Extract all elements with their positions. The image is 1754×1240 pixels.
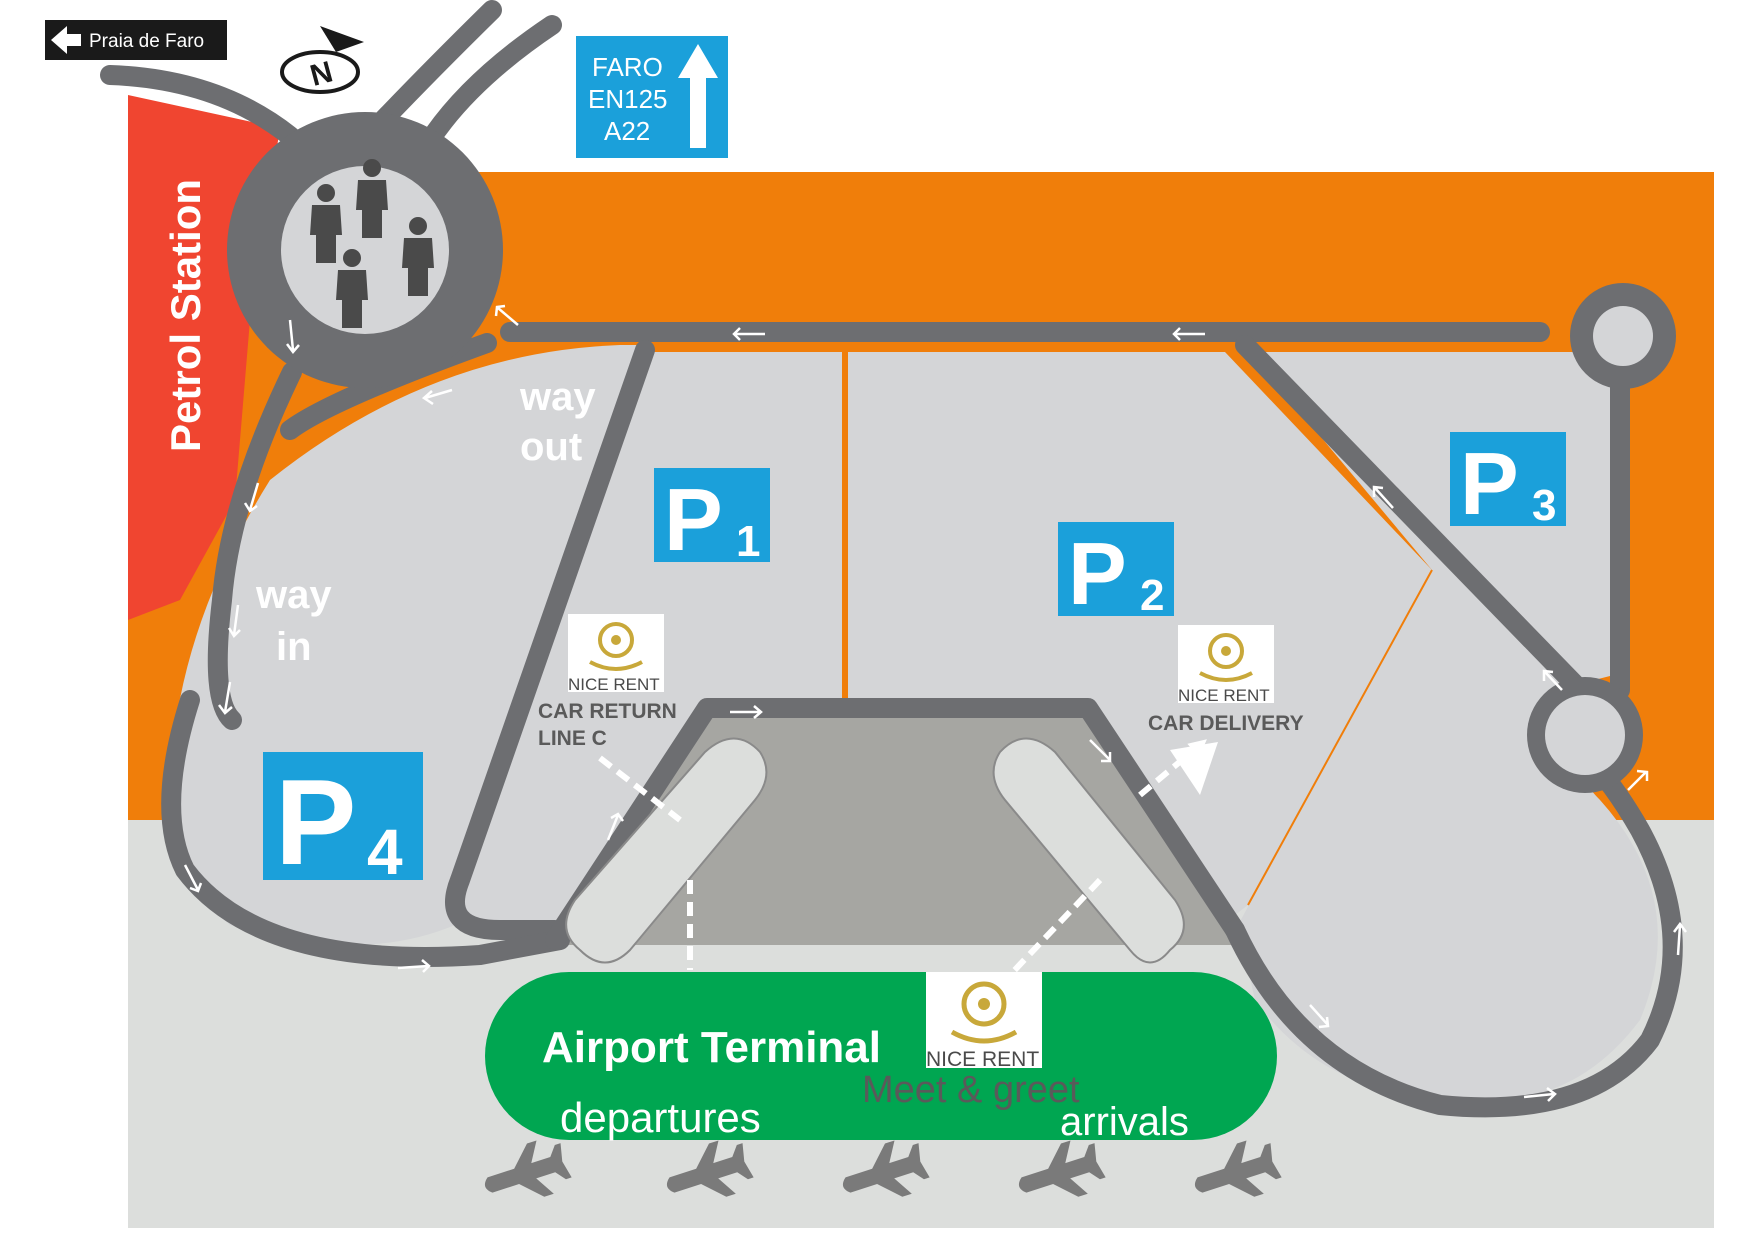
walking-paths: [598, 739, 1207, 978]
terminal-piers: [565, 737, 1185, 964]
way-out-label: way out: [519, 375, 596, 469]
way-in-label: way in: [255, 573, 332, 669]
way-in-line1: way: [255, 573, 332, 617]
roundabout-ne-island: [1593, 306, 1653, 366]
lot-dividers: [844, 352, 1433, 906]
p2-number: 2: [1140, 571, 1164, 620]
nice-rent-brand: NICE RENT: [568, 675, 660, 694]
arrow-up-icon: [678, 44, 718, 148]
lot-p3: [1238, 352, 1658, 1100]
nice-rent-brand: NICE RENT: [1178, 686, 1270, 705]
p1-letter: P: [664, 470, 723, 569]
p3-letter: P: [1460, 434, 1519, 533]
way-out-line1: way: [519, 375, 596, 419]
road-direction-arrows: [183, 119, 1687, 1102]
way-in-line2: in: [276, 625, 312, 669]
p3-number: 3: [1532, 481, 1556, 530]
roundabout-e-island: [1545, 695, 1625, 775]
car-delivery-label: CAR DELIVERY: [1148, 712, 1304, 735]
p1-number: 1: [736, 517, 760, 566]
departures-label: departures: [560, 1094, 761, 1141]
terminal-title: Airport Terminal: [542, 1023, 881, 1072]
north-compass-icon: N: [280, 26, 364, 94]
parking-sign-p2: P 2: [1058, 522, 1174, 623]
meet-greet-label: Meet & greet: [862, 1069, 1080, 1111]
arrivals-label: arrivals: [1060, 1100, 1189, 1144]
way-out-line2: out: [520, 425, 582, 469]
petrol-station-label: Petrol Station: [162, 179, 209, 452]
car-return-line2: LINE C: [538, 727, 607, 750]
p2-letter: P: [1068, 524, 1127, 623]
praia-de-faro-sign: Praia de Faro: [45, 20, 227, 60]
faro-direction-sign: FARO EN125 A22: [576, 36, 728, 158]
lot-p2: [848, 352, 1432, 915]
parking-sign-p1: P 1: [654, 468, 770, 569]
faro-line1: FARO: [592, 52, 663, 82]
praia-label: Praia de Faro: [89, 31, 204, 52]
airport-terminal: [485, 972, 1277, 1140]
nice-rent-brand: NICE RENT: [926, 1048, 1039, 1071]
nice-rent-meet-logo: NICE RENT: [926, 972, 1042, 1071]
nice-rent-delivery-logo: NICE RENT: [1178, 625, 1274, 705]
car-return-line1: CAR RETURN: [538, 700, 677, 723]
parking-sign-p3: P 3: [1450, 432, 1566, 533]
faro-line3: A22: [604, 116, 650, 146]
p4-number: 4: [367, 816, 403, 888]
parking-sign-p4: P 4: [263, 752, 423, 890]
arrow-left-icon: [51, 26, 81, 54]
faro-line2: EN125: [588, 84, 668, 114]
nice-rent-return-logo: NICE RENT: [568, 614, 664, 694]
delivery-arrow: [1170, 742, 1218, 795]
p4-letter: P: [275, 754, 356, 890]
